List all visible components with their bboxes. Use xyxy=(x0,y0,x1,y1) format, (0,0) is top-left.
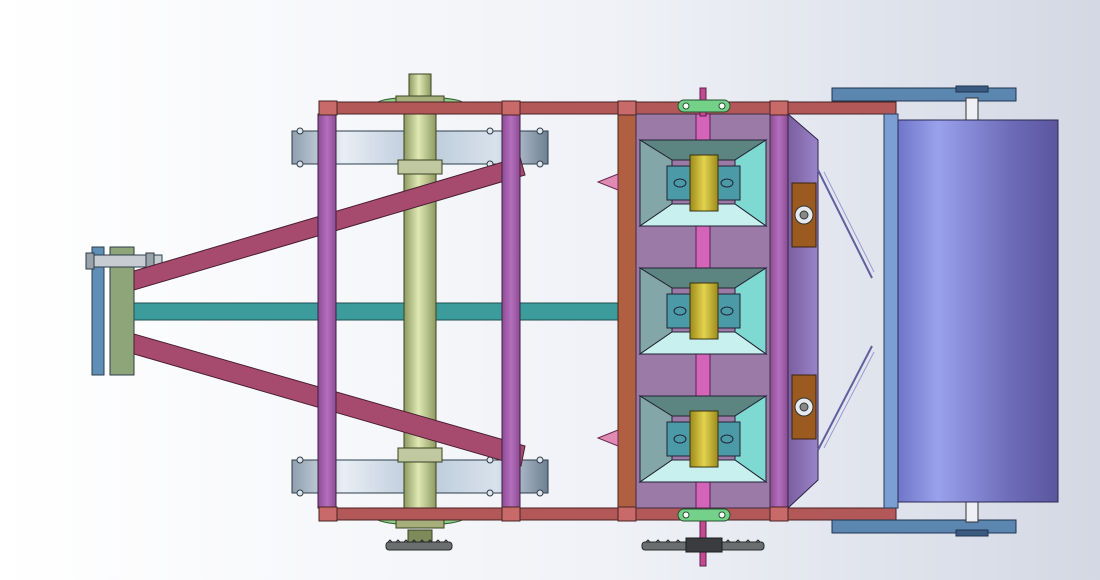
frame-rail-bottom xyxy=(319,507,897,521)
press-roller[interactable] xyxy=(831,85,1059,537)
crossbar-1 xyxy=(317,113,337,509)
furrow-tip-icon xyxy=(596,173,619,191)
hitch-bracket xyxy=(109,246,135,376)
seed-cup-icon xyxy=(689,154,719,212)
crossbar-2 xyxy=(501,113,521,509)
furrow-tip-icon xyxy=(596,429,619,447)
sprocket-icon xyxy=(385,541,453,551)
roller-axle-bottom xyxy=(965,499,979,523)
crossbar-3 xyxy=(769,113,789,509)
sprocket-left[interactable] xyxy=(385,539,453,551)
seed-cup-icon xyxy=(689,410,719,468)
shaft-collar-bottom xyxy=(677,508,731,522)
main-frame[interactable] xyxy=(317,100,897,522)
roller-icon xyxy=(897,119,1059,503)
hitch-assembly[interactable] xyxy=(85,246,163,376)
shaft-collar-top xyxy=(677,99,731,113)
hitch-plate-icon xyxy=(91,246,105,376)
seed-hopper-section[interactable] xyxy=(596,87,771,567)
frame-rail-top xyxy=(319,101,897,115)
roller-side-plate xyxy=(883,113,899,509)
seed-hopper-unit-2[interactable] xyxy=(638,267,768,355)
tow-beam[interactable] xyxy=(133,302,619,321)
seed-cup-icon xyxy=(689,282,719,340)
bolt-head-icon xyxy=(85,252,95,270)
bearing-1[interactable] xyxy=(791,182,817,248)
bearing-2[interactable] xyxy=(791,374,817,440)
rust-crossbar xyxy=(617,113,637,509)
sprocket-right[interactable] xyxy=(641,537,765,553)
seed-hopper-unit-1[interactable] xyxy=(638,139,768,227)
roller-axle-top xyxy=(965,97,979,121)
seed-hopper-unit-3[interactable] xyxy=(638,395,768,483)
